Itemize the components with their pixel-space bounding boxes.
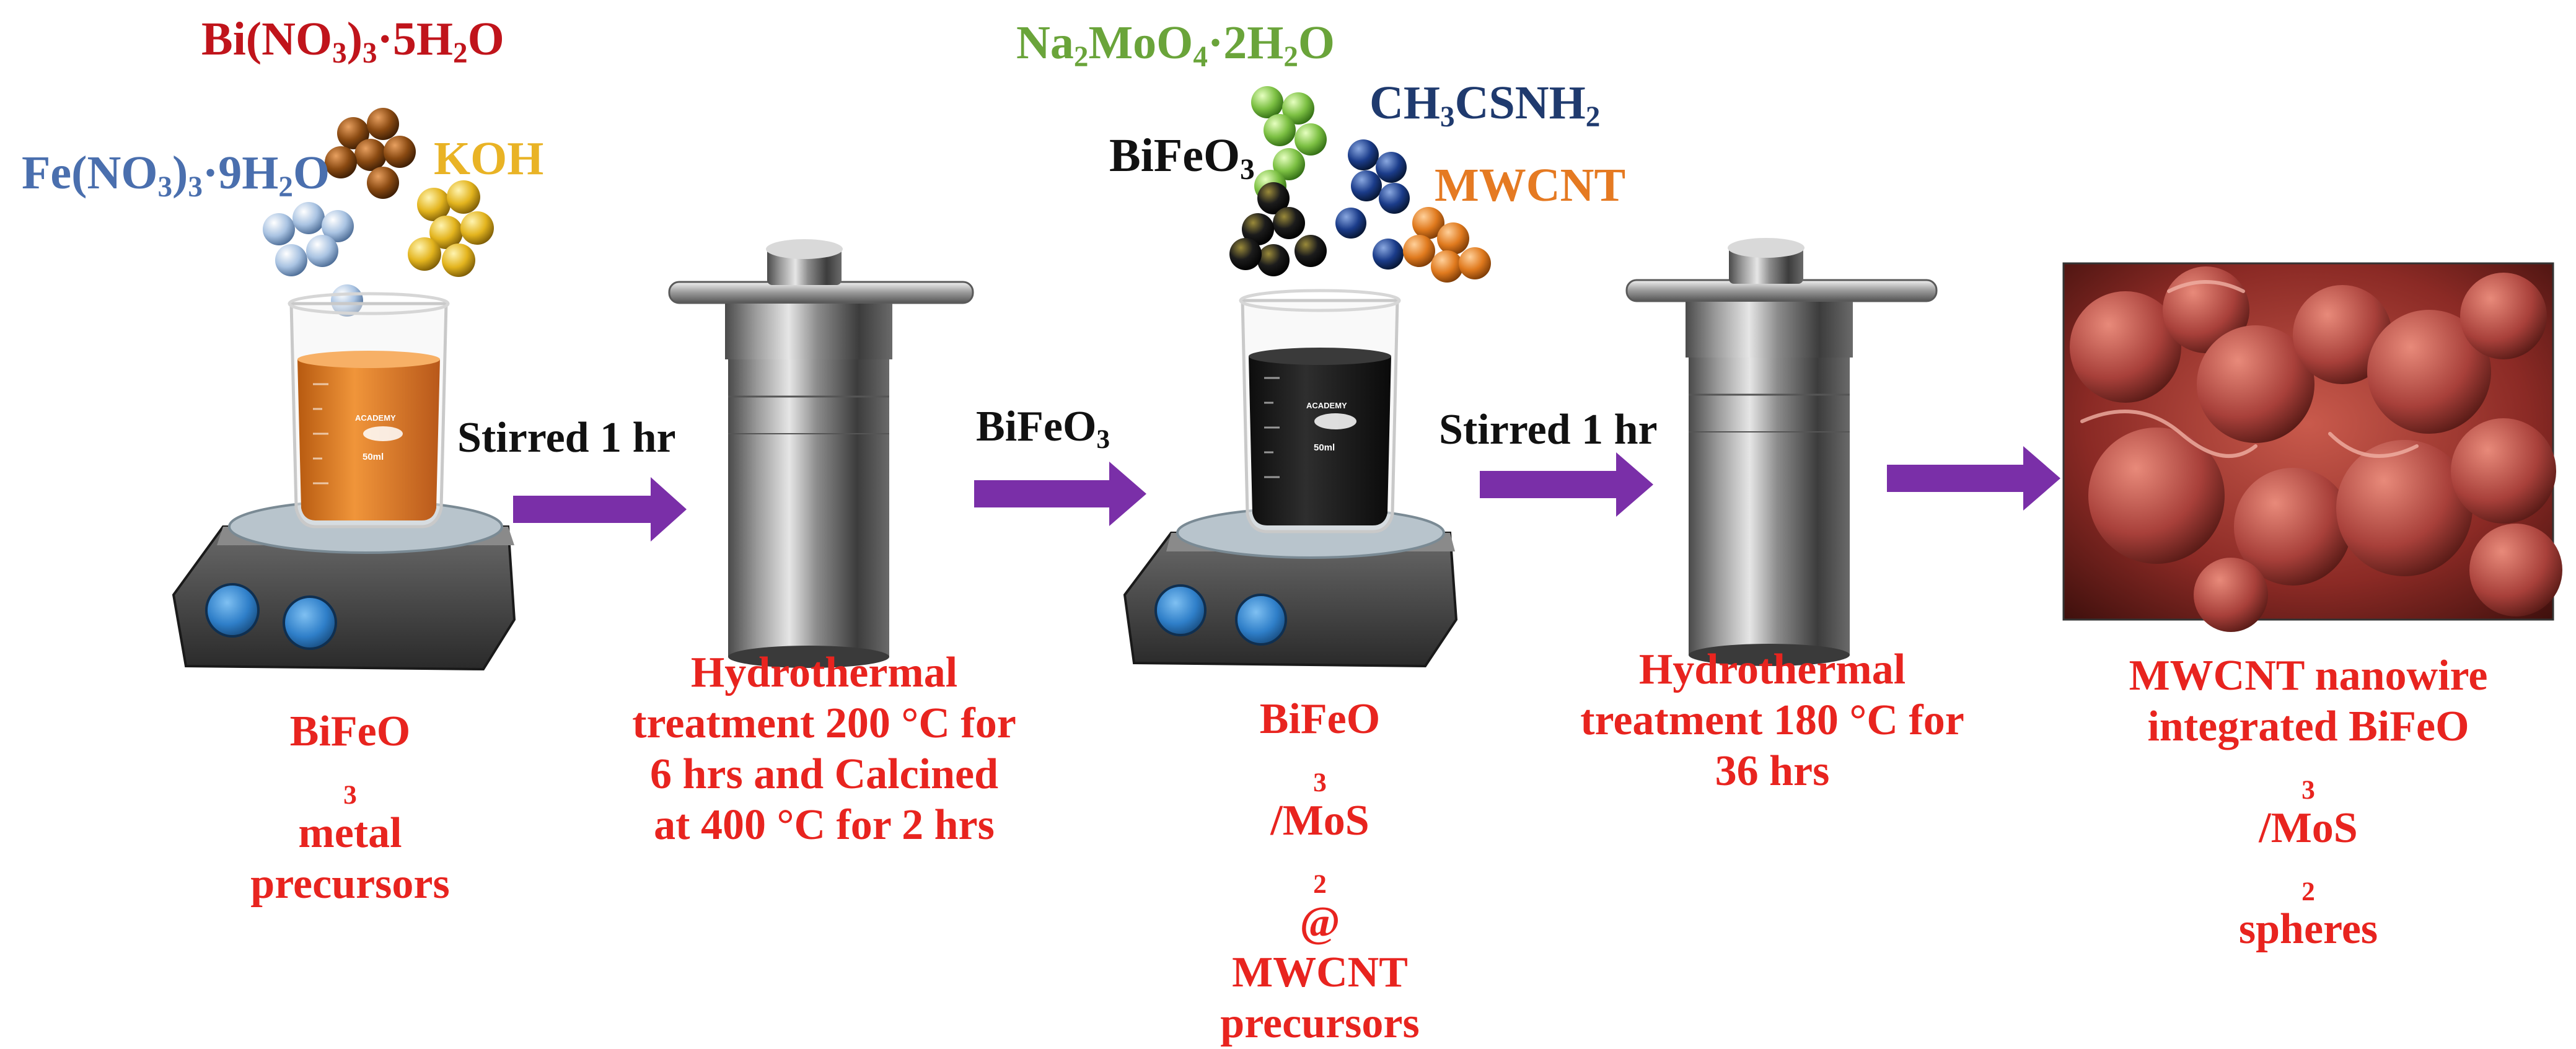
caption-hydrothermal-1: Hydrothermal treatment 200 °C for 6 hrs …: [632, 649, 1016, 849]
stirrer-1-knob-right: [283, 595, 337, 650]
arrow-1: [513, 477, 687, 542]
arrow-4: [1887, 446, 2060, 511]
bifeo3-molecule-cluster: [1229, 182, 1327, 276]
na-molybdate-label: Na2MoO4·2H2O: [1016, 17, 1335, 74]
bifeo3-reagent-label: BiFeO3: [1109, 129, 1255, 187]
step-stir-1-label: Stirred 1 hr: [457, 414, 676, 462]
beaker-2-volume: 50ml: [1314, 442, 1335, 453]
bi-nitrate-label: Bi(NO3)3·5H2O: [201, 13, 504, 70]
beaker-1-volume: 50ml: [363, 452, 384, 462]
autoclave-1: [668, 239, 974, 668]
sem-micrograph: [2062, 262, 2562, 632]
fe-nitrate-label: Fe(NO3)3·9H2O: [22, 147, 330, 204]
step-add-bifeo3-label: BiFeO3: [976, 403, 1110, 455]
thioacetamide-molecule-cluster: [1335, 139, 1410, 270]
arrow-3: [1480, 452, 1653, 517]
stirrer-2-knob-left: [1154, 584, 1207, 636]
beaker-1-brand: ACADEMY: [355, 413, 396, 423]
na-molybdate-molecule-cluster: [1251, 86, 1327, 202]
beaker-orange: [288, 292, 450, 529]
mwcnt-reagent-label: MWCNT: [1435, 159, 1626, 211]
beaker-2-brand: ACADEMY: [1306, 401, 1347, 410]
koh-label: KOH: [434, 133, 544, 185]
beaker-dark: [1239, 289, 1401, 533]
bi-nitrate-molecule-cluster: [325, 108, 416, 199]
arrow-2: [974, 462, 1146, 526]
stirrer-2-knob-right: [1235, 594, 1287, 646]
koh-molecule-cluster: [408, 180, 494, 277]
mwcnt-molecule-cluster: [1403, 207, 1491, 283]
step-stir-2-label: Stirred 1 hr: [1439, 406, 1658, 454]
stirrer-1-knob-left: [205, 583, 260, 638]
thioacetamide-label: CH3CSNH2: [1369, 77, 1601, 134]
caption-hydrothermal-2: Hydrothermal treatment 180 °C for 36 hrs: [1580, 646, 1964, 795]
fe-nitrate-molecule-cluster: [263, 202, 363, 317]
autoclave-2: [1625, 238, 1938, 666]
process-scene: [172, 86, 2562, 671]
